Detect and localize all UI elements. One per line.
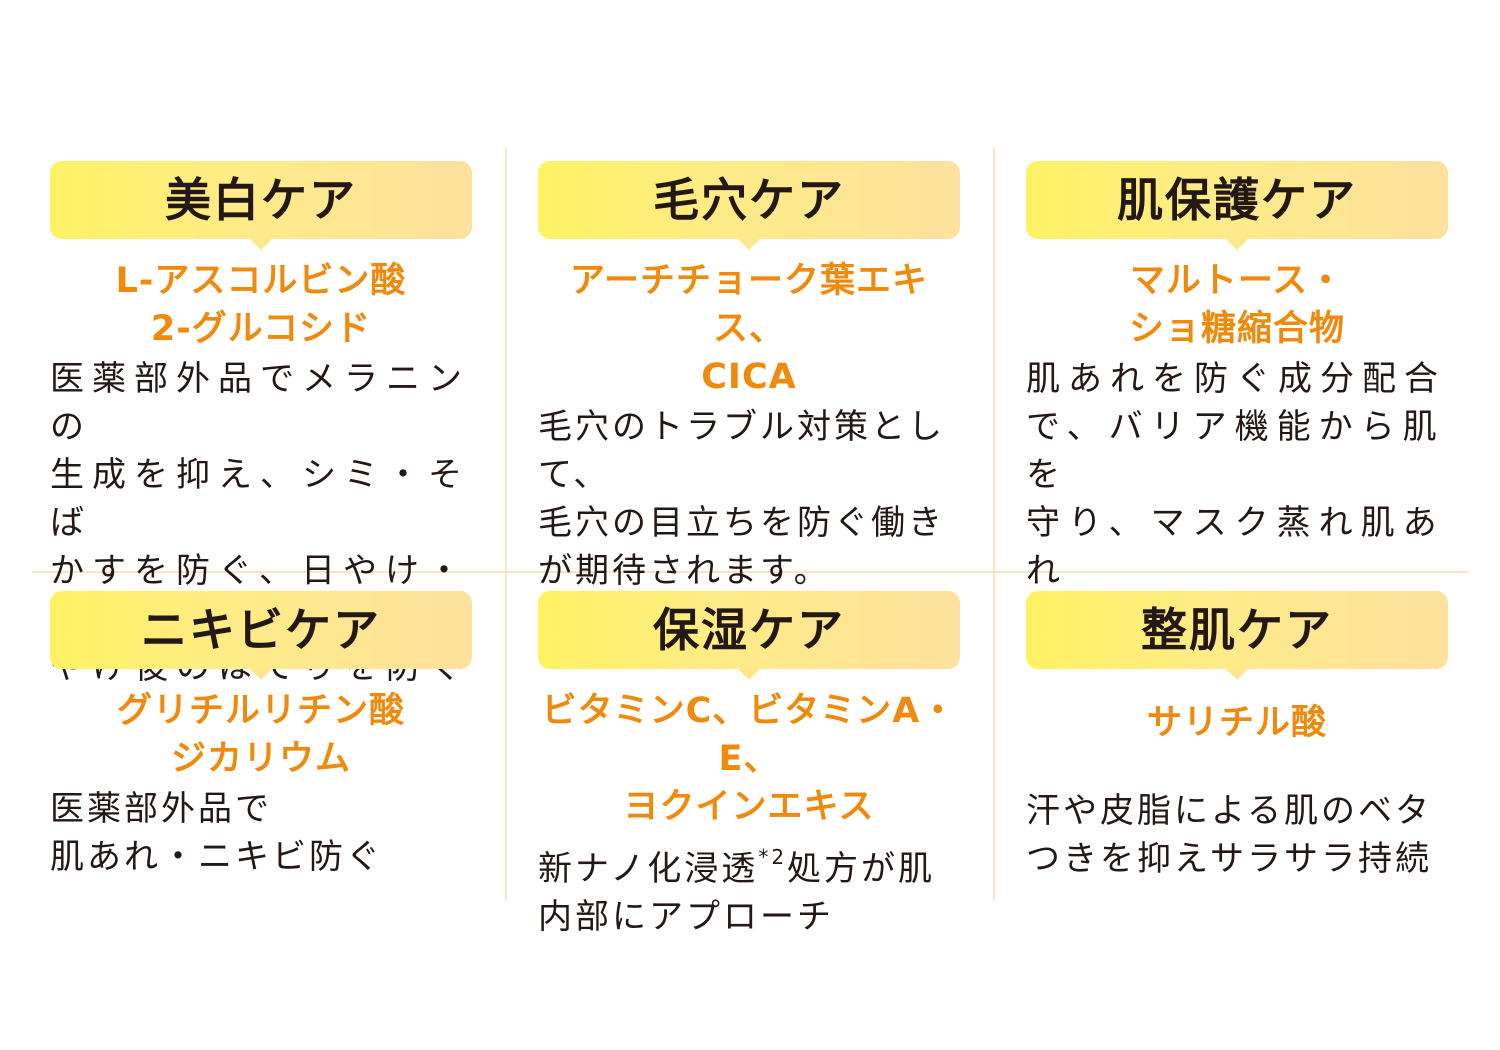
card-ingredient: アーチチョーク葉エキス、 CICA [570, 261, 928, 397]
card-description-part: 新ナノ化浸透 [538, 849, 759, 889]
card-skin-protection-care: 肌保護ケア マルトース・ ショ糖縮合物 肌あれを防ぐ成分配合 で、バリア機能から… [1026, 161, 1448, 643]
card-description: 医薬部外品で 肌あれ・ニキビ防ぐ [50, 789, 383, 877]
card-ingredient: L-アスコルビン酸 2-グルコシド [115, 261, 407, 349]
card-title-box: 肌保護ケア [1026, 161, 1448, 250]
card-description: 医薬部外品でメラニンの 生成を抑え、シミ・そば かすを防ぐ、日やけ・雪 やけ後の… [50, 359, 470, 687]
card-pore-care: 毛穴ケア アーチチョーク葉エキス、 CICA 毛穴のトラブル対策として、 毛穴の… [538, 161, 960, 595]
card-title-box: 美白ケア [50, 161, 472, 250]
care-grid: 美白ケア L-アスコルビン酸 2-グルコシド 医薬部外品でメラニンの 生成を抑え… [32, 148, 1468, 937]
column-divider [505, 148, 507, 900]
card-description-part: 処方が肌 内部にアプローチ [538, 849, 936, 937]
footnote-marker: *2 [758, 845, 788, 869]
card-description: 毛穴のトラブル対策として、 毛穴の目立ちを防ぐ働き が期待されます。 [538, 407, 945, 591]
card-ingredient: サリチル酸 [1146, 703, 1327, 743]
card-acne-care: ニキビケア グリチルリチン酸 ジカリウム 医薬部外品で 肌あれ・ニキビ防ぐ [50, 591, 472, 881]
column-divider [993, 148, 995, 900]
card-moisture-care: 保湿ケア ビタミンC、ビタミンA・E、 ヨクインエキス 新ナノ化浸透*2処方が肌… [538, 591, 960, 941]
row-divider [32, 571, 1468, 573]
card-ingredient: マルトース・ ショ糖縮合物 [1128, 261, 1345, 349]
card-title-box: 整肌ケア [1026, 591, 1448, 680]
card-description: 汗や皮脂による肌のベタ つきを抑えサラサラ持続 [1026, 791, 1432, 879]
card-title: 美白ケア [165, 173, 357, 227]
card-ingredient: グリチルリチン酸 ジカリウム [116, 691, 405, 779]
card-title: 保湿ケア [653, 603, 845, 657]
card-whitening-care: 美白ケア L-アスコルビン酸 2-グルコシド 医薬部外品でメラニンの 生成を抑え… [50, 161, 472, 691]
card-title: 肌保護ケア [1117, 173, 1357, 227]
card-title: 整肌ケア [1141, 603, 1333, 657]
card-title-box: 保湿ケア [538, 591, 960, 680]
card-title-box: ニキビケア [50, 591, 472, 680]
card-skin-conditioning-care: 整肌ケア サリチル酸 汗や皮脂による肌のベタ つきを抑えサラサラ持続 [1026, 591, 1448, 883]
card-title-box: 毛穴ケア [538, 161, 960, 250]
card-ingredient: ビタミンC、ビタミンA・E、 ヨクインエキス [541, 691, 957, 827]
card-title: ニキビケア [141, 603, 381, 657]
card-title: 毛穴ケア [653, 173, 845, 227]
card-description: 新ナノ化浸透*2処方が肌 内部にアプローチ [538, 833, 960, 941]
